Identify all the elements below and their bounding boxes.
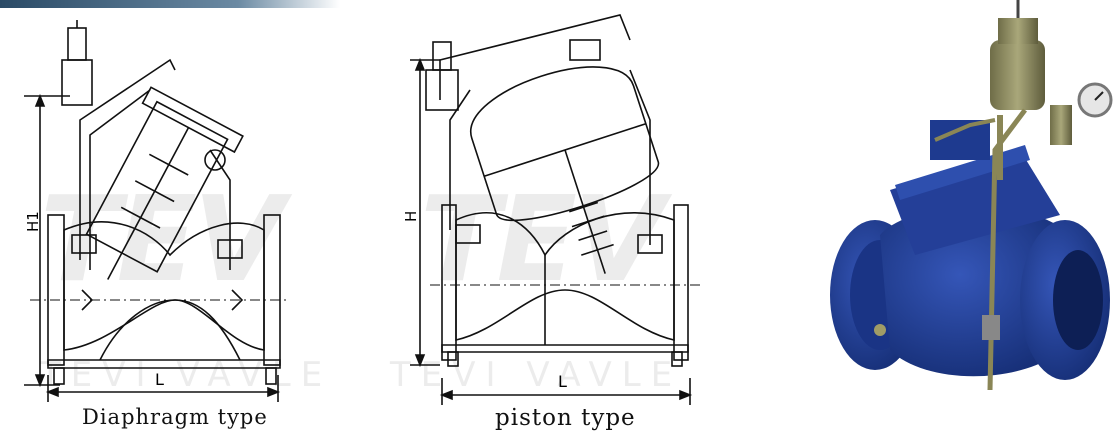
diaphragm-drawing <box>0 0 320 410</box>
piston-dim-h: H <box>402 210 420 222</box>
diaphragm-dim-h: H1 <box>24 211 42 232</box>
watermark-text-left: TEVI VAVLE <box>40 355 333 395</box>
diaphragm-dim-l: L <box>155 370 164 389</box>
valve-photo <box>820 0 1117 437</box>
header-bar <box>0 0 340 8</box>
piston-caption: piston type <box>495 405 636 431</box>
watermark-logo-right: TEV <box>420 170 664 308</box>
watermark-text-right: TEVI VAVLE <box>390 355 683 395</box>
diaphragm-caption: Diaphragm type <box>82 405 268 429</box>
piston-drawing <box>400 0 710 410</box>
piston-dim-l: L <box>558 372 567 391</box>
